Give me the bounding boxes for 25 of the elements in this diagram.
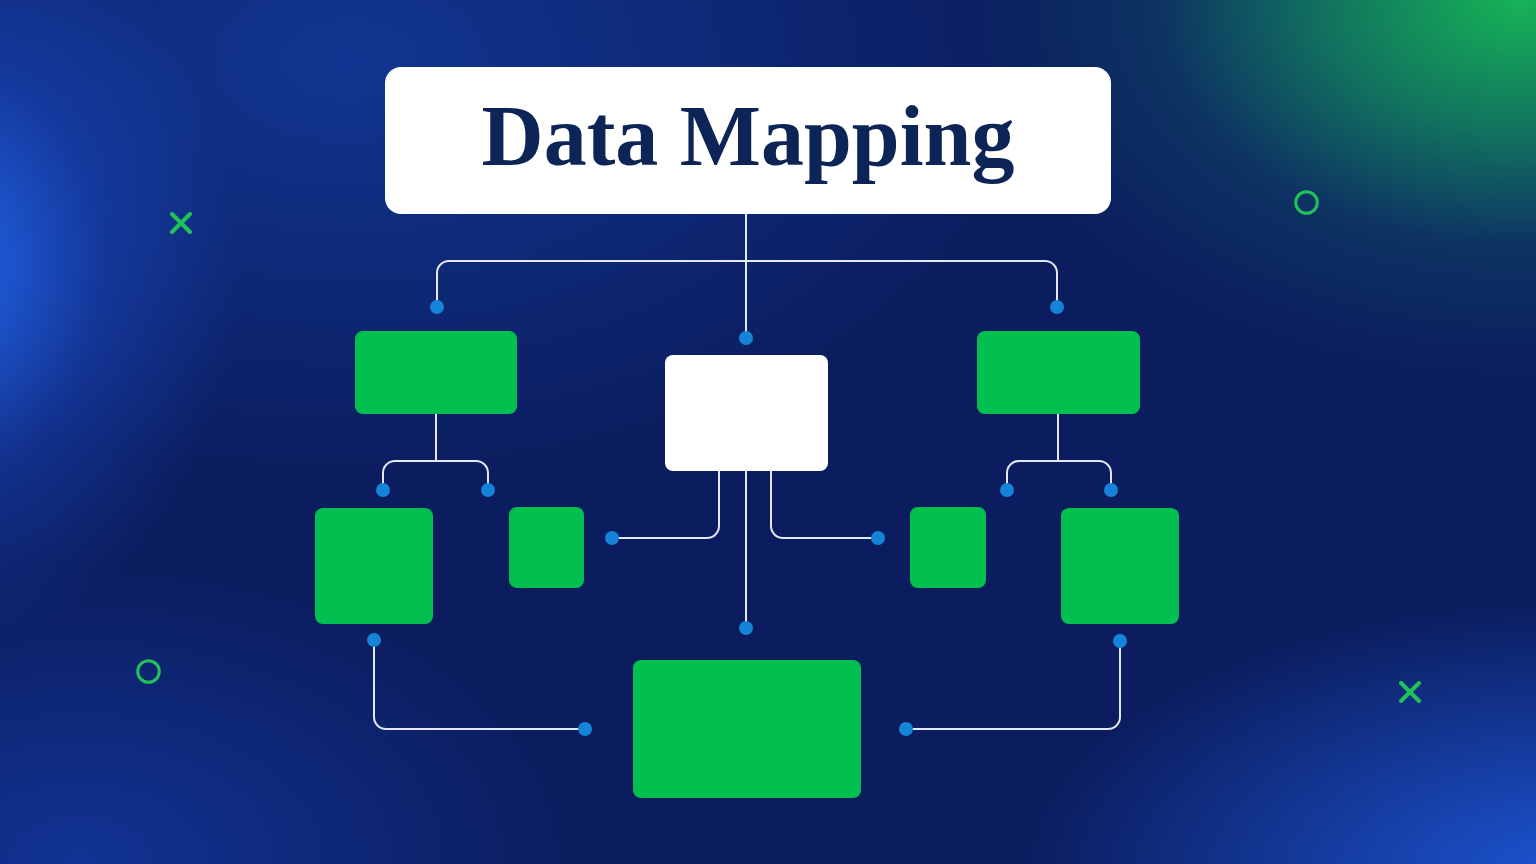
connector (745, 213, 747, 262)
central-box (665, 355, 828, 471)
connector (376, 460, 437, 497)
connector (1057, 460, 1118, 497)
process-box (509, 507, 584, 588)
connector (1057, 413, 1059, 462)
connector (605, 470, 720, 545)
connector (367, 633, 592, 736)
connector (435, 460, 495, 497)
node-label: Data Mapping (481, 87, 1015, 187)
process-box (633, 660, 861, 798)
connector (770, 470, 885, 545)
connector (745, 260, 1064, 314)
connector (899, 634, 1127, 736)
title-box (385, 67, 1111, 214)
connector (739, 260, 753, 345)
process-box (355, 331, 517, 414)
connector (435, 413, 437, 462)
process-box (910, 507, 986, 588)
process-box (977, 331, 1140, 414)
connector (430, 260, 747, 314)
connector (739, 470, 753, 635)
process-box (315, 508, 433, 624)
process-box (1061, 508, 1179, 624)
connector (1000, 460, 1059, 497)
